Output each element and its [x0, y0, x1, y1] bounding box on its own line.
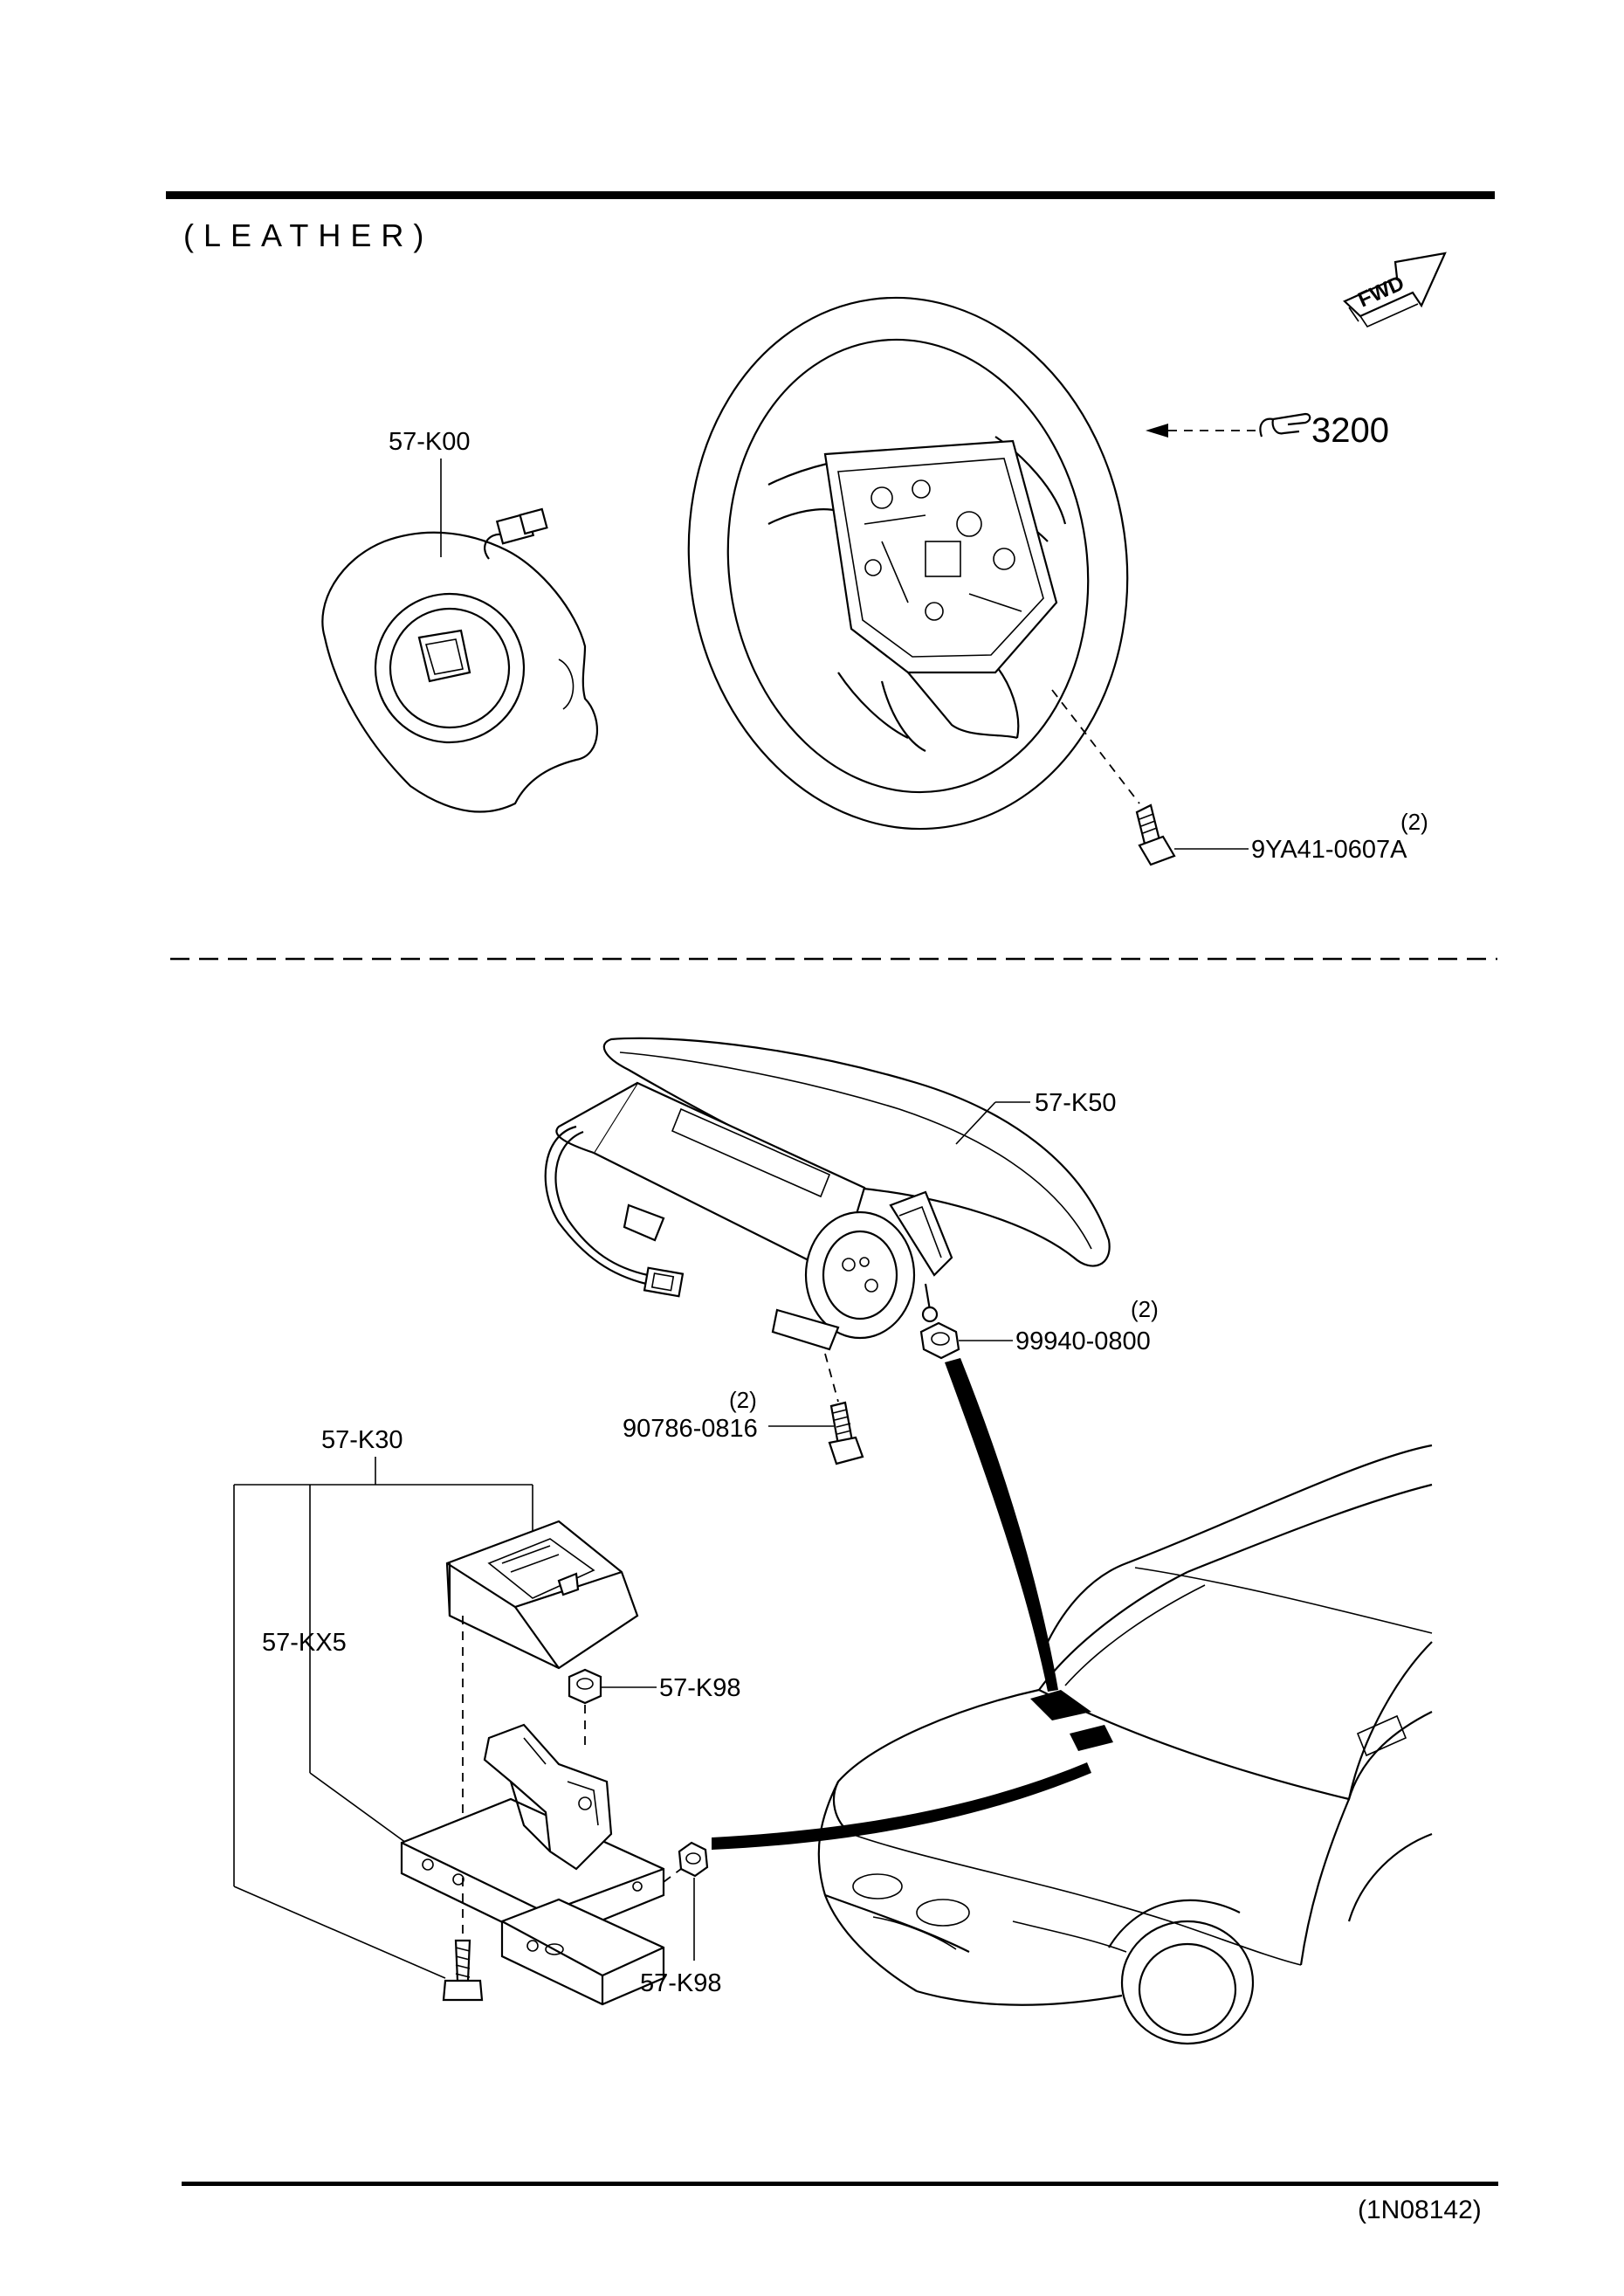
sensor-module	[445, 1520, 639, 1670]
label-90786: 90786-0816	[623, 1415, 758, 1443]
reference-arrow	[1146, 424, 1257, 438]
passenger-nut	[919, 1321, 960, 1360]
diagram-code: (1N08142)	[1358, 2196, 1482, 2224]
label-57-K30: 57-K30	[321, 1426, 403, 1454]
nut-lower-guide	[663, 1868, 682, 1883]
passenger-bolt-guide	[824, 1353, 839, 1403]
fwd-arrow-icon: FWD	[1343, 252, 1447, 328]
driver-airbag-module	[321, 507, 599, 813]
qty-9YA41: (2)	[1400, 809, 1428, 835]
mounting-screw	[442, 1939, 484, 2002]
qty-99940: (2)	[1131, 1296, 1159, 1322]
bolt-guide-line	[1051, 689, 1140, 804]
bottom-rule	[182, 2182, 1498, 2186]
label-57-K50: 57-K50	[1035, 1089, 1117, 1117]
location-arrow-passenger	[945, 1358, 1058, 1692]
steering-wheel	[687, 296, 1129, 831]
leader-57-K50	[955, 1101, 996, 1145]
label-99940: 99940-0800	[1015, 1327, 1151, 1355]
label-57-K98-upper: 57-K98	[659, 1674, 741, 1702]
nut-upper	[568, 1668, 602, 1705]
vehicle-outline	[817, 1444, 1433, 2045]
label-57-KX5: 57-KX5	[262, 1629, 347, 1657]
pointing-hand-icon	[1259, 412, 1311, 438]
top-rule	[166, 191, 1495, 199]
qty-90786: (2)	[729, 1387, 757, 1413]
bracket-57-KX5-diag	[309, 1772, 407, 1844]
label-3200: 3200	[1311, 411, 1389, 450]
steering-bolt	[1135, 803, 1176, 866]
label-57-K00: 57-K00	[389, 428, 471, 456]
passenger-bolt	[828, 1401, 864, 1465]
bracket-57-K30-screw	[233, 1886, 446, 1979]
mounting-bracket	[400, 1723, 665, 2006]
passenger-airbag-module	[544, 1037, 1111, 1351]
label-9YA41: 9YA41-0607A	[1251, 836, 1407, 864]
label-57-K98-lower: 57-K98	[640, 1969, 722, 1997]
nut-lower	[678, 1841, 709, 1878]
section-label: (LEATHER)	[183, 217, 433, 253]
location-arrow-sensor	[712, 1762, 1091, 1850]
